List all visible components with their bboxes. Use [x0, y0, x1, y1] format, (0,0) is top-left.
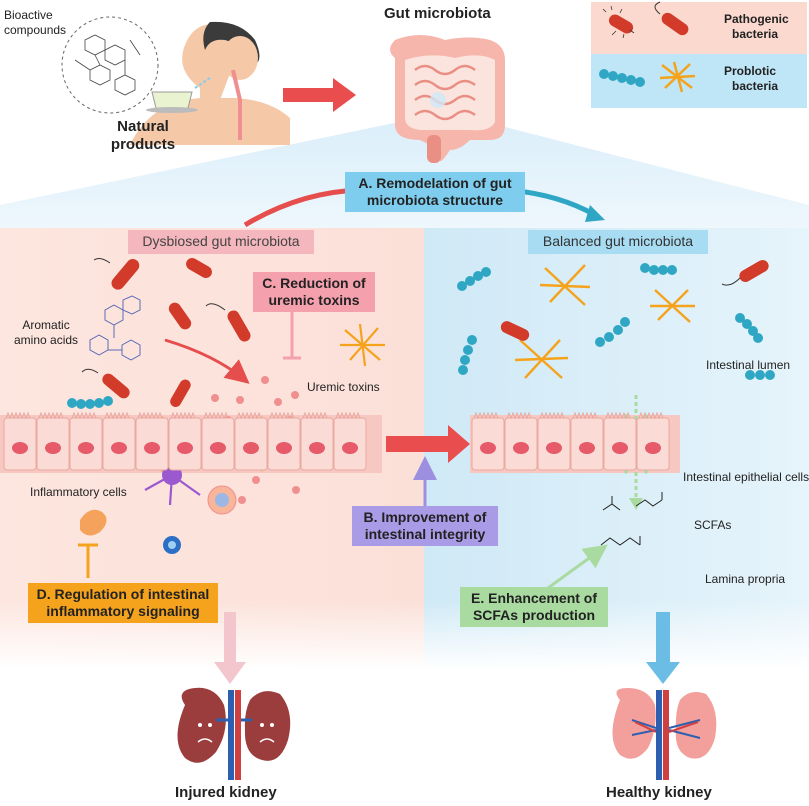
bioactive-label-line1: Bioactive [4, 8, 53, 22]
legend-pathogenic-label: Pathogenic bacteria [724, 12, 789, 42]
aromatic-label: Aromatic amino acids [14, 318, 78, 348]
natural-products-line1: Natural [117, 118, 169, 135]
epithelial-cells-label: Intestinal epithelial cells [683, 470, 809, 484]
healthy-kidney-illustration [612, 688, 717, 780]
gut-microbiota-title: Gut microbiota [384, 5, 491, 22]
arrow-aromatic-to-toxins [164, 338, 250, 384]
gut-illustration [390, 35, 505, 163]
scfas-label: SCFAs [694, 518, 732, 532]
mechanism-B-line2: intestinal integrity [364, 526, 486, 542]
human-figure [130, 21, 290, 145]
compound-bubble [61, 16, 159, 114]
mechanism-C-line1: C. Reduction of [262, 275, 366, 291]
legend-pathogen-icons [602, 1, 689, 39]
bioactive-label: Bioactive compounds [4, 8, 66, 38]
aromatic-label-line1: Aromatic [22, 318, 70, 332]
mechanism-D-box: D. Regulation of intestinal inflammatory… [28, 583, 218, 623]
inflammatory-cells-label: Inflammatory cells [30, 485, 127, 499]
intestinal-lumen-label: Intestinal lumen [706, 358, 791, 372]
legend-probiotic-line2: bacteria [732, 79, 779, 93]
right-bacteria [457, 260, 775, 380]
mechanism-E-line2: SCFAs production [472, 607, 596, 623]
lamina-propria-label: Lamina propria [705, 572, 786, 586]
mechanism-A-box: A. Remodelation of gut microbiota struct… [345, 172, 525, 212]
mechanism-D-line2: inflammatory signaling [46, 603, 200, 619]
natural-products-label: Natural products [108, 118, 178, 154]
mechanism-E-line1: E. Enhancement of [470, 590, 598, 606]
legend-pathogenic-line1: Pathogenic [724, 12, 789, 26]
intake-arrow [283, 78, 356, 112]
legend-probiotic-label: Problotic bacteria [724, 64, 778, 94]
legend-pathogenic-line2: bacteria [732, 27, 779, 41]
uremic-toxins-label: Uremic toxins [307, 380, 380, 394]
mechanism-C-line2: uremic toxins [268, 292, 360, 308]
mechanism-B-box: B. Improvement of intestinal integrity [352, 506, 498, 546]
arrow-to-healthy-kidney [646, 662, 680, 684]
aromatic-molecules [89, 295, 141, 361]
mechanism-E-box: E. Enhancement of SCFAs production [460, 587, 608, 627]
scfa-molecules [600, 492, 663, 546]
arrow-to-injured-kidney [214, 662, 246, 684]
mechanism-A-line1: A. Remodelation of gut [358, 175, 512, 191]
transition-arrow [386, 425, 470, 463]
injured-kidney-illustration [177, 687, 291, 780]
injured-kidney-label: Injured kidney [175, 784, 277, 801]
aromatic-label-line2: amino acids [14, 333, 79, 347]
natural-products-line2: products [110, 136, 176, 153]
mechanism-A-line2: microbiota structure [366, 192, 504, 208]
bioactive-label-line2: compounds [4, 23, 67, 37]
legend-probiotic-icons [599, 61, 696, 93]
right-panel-header: Balanced gut microbiota [528, 230, 708, 254]
left-panel-header: Dysbiosed gut microbiota [128, 230, 314, 254]
mechanism-B-line1: B. Improvement of [363, 509, 487, 525]
healthy-kidney-label: Healthy kidney [606, 784, 712, 801]
molecule-sketch [74, 34, 141, 96]
epithelium-left [0, 415, 382, 473]
left-bacteria [67, 258, 385, 409]
mechanism-D-line1: D. Regulation of intestinal [36, 586, 210, 602]
legend-probiotic-line1: Problotic [724, 64, 777, 78]
mechanism-C-box: C. Reduction of uremic toxins [253, 272, 375, 312]
arrow-E [547, 544, 608, 590]
